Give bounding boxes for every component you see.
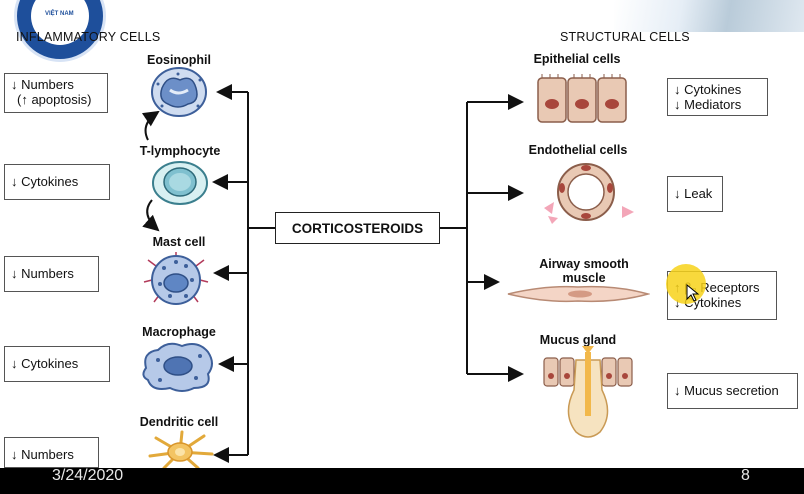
slide-footer: [0, 468, 804, 494]
structural-header: STRUCTURAL CELLS: [560, 30, 690, 44]
eosinophil-effect-line2: (↑ apoptosis): [17, 92, 92, 107]
macrophage-effect-box: ↓ Cytokines: [4, 346, 110, 382]
mucus-gland-effect-box: ↓ Mucus secretion: [667, 373, 798, 409]
dendritic-effect-text: ↓ Numbers: [11, 447, 74, 462]
mast-cell-label: Mast cell: [152, 235, 206, 249]
airway-smooth-muscle-label-line1: Airway smooth: [539, 257, 629, 271]
macrophage-effect-text: ↓ Cytokines: [11, 356, 79, 371]
dendritic-cell-label: Dendritic cell: [139, 415, 219, 429]
endothelial-cells-illustration: [544, 163, 634, 224]
epithelial-cells-label: Epithelial cells: [533, 52, 621, 66]
mucus-gland-effect-text: ↓ Mucus secretion: [674, 383, 779, 398]
macrophage-illustration: [142, 342, 213, 392]
dendritic-cell-illustration: [148, 430, 214, 468]
t-lymphocyte-illustration: [152, 161, 208, 205]
t-lymphocyte-effect-text: ↓ Cytokines: [11, 174, 79, 189]
eosinophil-effect-line1: ↓ Numbers: [11, 77, 74, 92]
t-lymphocyte-effect-box: ↓ Cytokines: [4, 164, 110, 200]
t-lymphocyte-label: T-lymphocyte: [139, 144, 221, 158]
mast-cell-effect-box: ↓ Numbers: [4, 256, 99, 292]
logo-center: [31, 0, 89, 45]
corticosteroids-box: CORTICOSTEROIDS: [275, 212, 440, 244]
footer-page-number: 8: [741, 467, 750, 484]
endothelial-effect-text: ↓ Leak: [674, 186, 713, 201]
mucus-gland-label: Mucus gland: [539, 333, 617, 347]
epithelial-effect-line2: ↓ Mediators: [674, 97, 742, 112]
mouse-pointer-icon: [686, 284, 700, 302]
mast-cell-effect-text: ↓ Numbers: [11, 266, 74, 281]
macrophage-label: Macrophage: [142, 325, 216, 339]
epithelial-effect-line1: ↓ Cytokines: [674, 82, 742, 97]
eosinophil-illustration: [151, 67, 207, 117]
eosinophil-label: Eosinophil: [147, 53, 211, 67]
airway-smooth-muscle-label: Airway smooth muscle: [514, 257, 654, 285]
mucus-gland-illustration: [543, 346, 633, 438]
corner-decoration: [614, 0, 804, 32]
footer-date: 3/24/2020: [52, 467, 124, 484]
epithelial-effect-box: ↓ Cytokines ↓ Mediators: [667, 78, 768, 116]
smooth-muscle-illustration: [507, 285, 650, 303]
endothelial-cells-label: Endothelial cells: [528, 143, 628, 157]
airway-smooth-muscle-label-line2: muscle: [562, 271, 606, 285]
inflammatory-header: INFLAMMATORY CELLS: [16, 30, 161, 44]
logo-text: VIỆT NAM: [45, 11, 74, 17]
eosinophil-effect-box: ↓ Numbers (↑ apoptosis): [4, 73, 108, 113]
endothelial-effect-box: ↓ Leak: [667, 176, 723, 212]
epithelial-cells-illustration: [537, 74, 627, 123]
mast-cell-illustration: [143, 252, 209, 305]
dendritic-effect-box: ↓ Numbers: [4, 437, 99, 468]
cursor-highlight: [666, 264, 706, 304]
